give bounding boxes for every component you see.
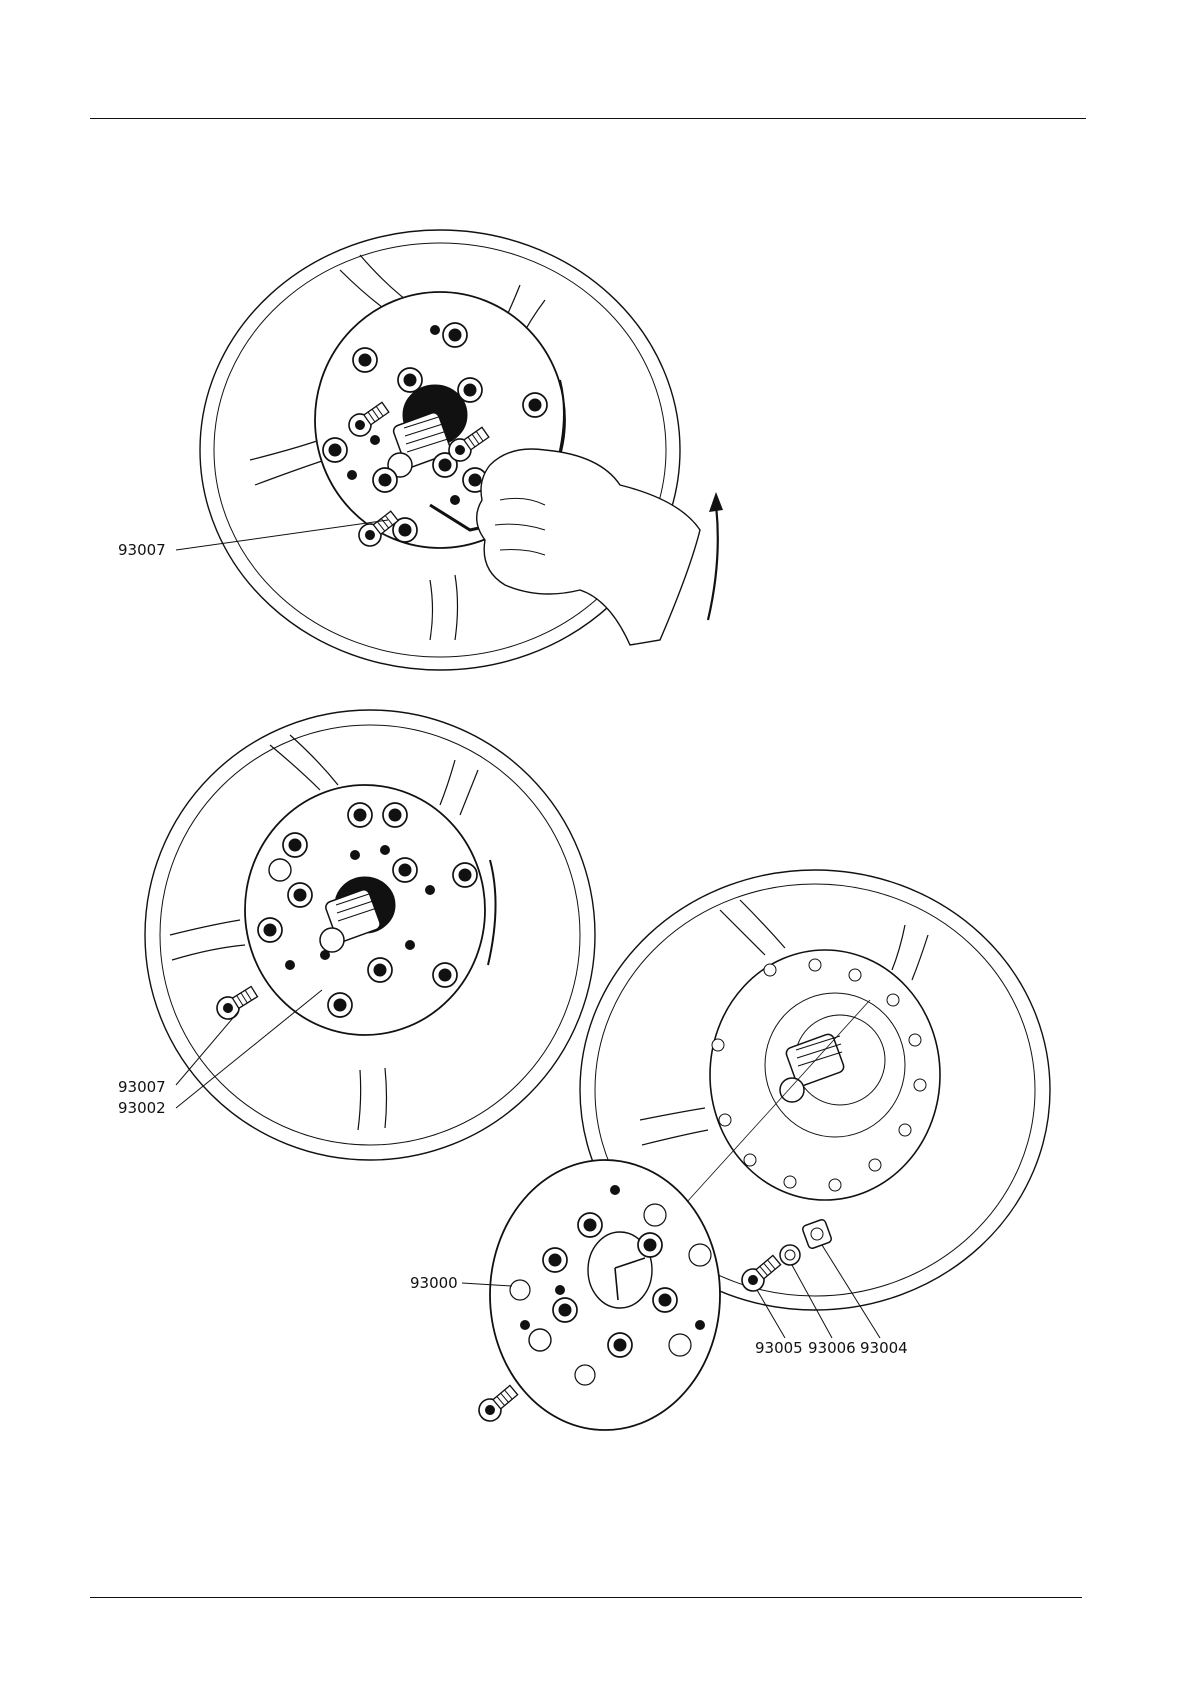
leader-line (792, 1265, 832, 1338)
axle-end (320, 928, 344, 952)
part-number-label: 93007 (118, 541, 166, 559)
spoke (640, 1108, 708, 1145)
figure-3-adapter-plate (490, 1160, 720, 1430)
removed-screw (213, 982, 260, 1023)
hand (477, 449, 700, 645)
spoke (720, 900, 785, 955)
part-number-label: 93006 (808, 1339, 856, 1357)
part-number-label: 93005 (755, 1339, 803, 1357)
spoke (358, 1068, 387, 1130)
spoke (430, 575, 458, 640)
part-number-label: 93002 (118, 1099, 166, 1117)
spoke (892, 925, 928, 980)
plate-screw (475, 1382, 521, 1426)
spoke (170, 920, 245, 960)
plate-edge (488, 860, 496, 965)
spoke (250, 440, 325, 485)
rotation-arrow (708, 492, 723, 620)
leader-line (757, 1290, 785, 1338)
leader-line (176, 1012, 238, 1085)
part-number-label: 93000 (410, 1274, 458, 1292)
figure-2-wheel-assembly (145, 710, 595, 1160)
hub-screw (738, 1252, 784, 1296)
leader-line (822, 1245, 880, 1338)
leader-line (176, 520, 388, 550)
spoke (440, 760, 478, 815)
part-number-label: 93007 (118, 1078, 166, 1096)
spoke (270, 735, 338, 790)
leader-line (176, 990, 322, 1108)
part-number-label: 93004 (860, 1339, 908, 1357)
axle-end (780, 1078, 804, 1102)
